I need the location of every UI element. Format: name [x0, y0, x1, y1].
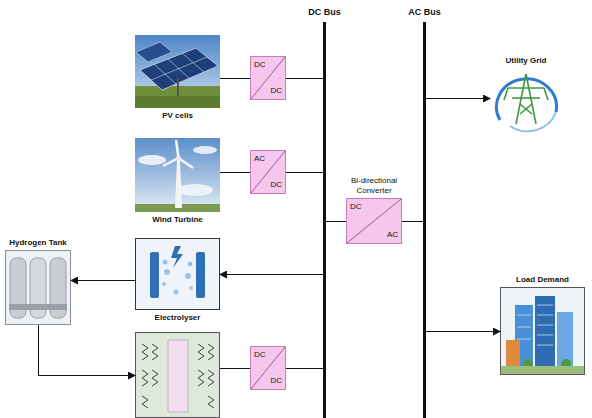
bidirectional-converter: Bi-directional ConverterDCAC: [346, 198, 402, 244]
grid-picture: [497, 74, 557, 131]
converter-box: AC DC: [250, 150, 286, 194]
node-label: DC Bus: [308, 7, 341, 17]
node-label: DC: [254, 350, 266, 360]
connector-arrow: [426, 331, 500, 332]
node-label: Hydrogen Tank: [9, 238, 67, 248]
tank-picture: [6, 251, 71, 325]
load-picture: [501, 288, 585, 375]
connector-line: [286, 78, 323, 79]
bus: DC Bus: [323, 22, 326, 418]
connector-arrow: [220, 274, 323, 275]
utility-grid: Utility Grid: [490, 68, 562, 128]
electrolyser: Electrolyser: [135, 238, 220, 310]
node-label: PV cells: [162, 111, 193, 121]
node-label: Wind Turbine: [152, 215, 202, 225]
connector-line: [286, 172, 323, 173]
hydrogen-tank: Hydrogen Tank: [5, 250, 71, 325]
node-label: AC: [387, 230, 398, 240]
wind-picture: [135, 138, 220, 212]
node-label: Bi-directional Converter: [338, 176, 410, 196]
fuel-cell: [135, 332, 220, 418]
converter-box: DC DC: [250, 56, 286, 100]
connector-line: [402, 221, 423, 222]
load-demand: Load Demand: [500, 287, 585, 375]
node-label: Electrolyser: [155, 313, 201, 323]
fuel-cell-picture: [136, 333, 220, 418]
node-label: DC: [350, 202, 362, 212]
pv-picture: [135, 35, 220, 108]
bus: AC Bus: [423, 22, 426, 418]
electrolyser-picture: [136, 239, 220, 310]
node-label: DC: [254, 60, 266, 70]
node-label: DC: [270, 376, 282, 386]
node-label: DC: [270, 86, 282, 96]
connector-line: [220, 78, 250, 79]
connector-line: [220, 368, 250, 369]
wind-turbine: Wind Turbine: [135, 138, 220, 212]
converter-box: DC DC: [250, 346, 286, 390]
connector-line: [286, 368, 323, 369]
node-label: Utility Grid: [506, 56, 547, 66]
connector-arrow: [39, 325, 136, 376]
connector-arrow: [426, 98, 490, 99]
connector-arrow: [71, 280, 135, 281]
node-label: Load Demand: [516, 275, 569, 285]
connector-line: [326, 221, 346, 222]
node-label: DC: [270, 180, 282, 190]
connector-line: [220, 172, 250, 173]
pv-cells: PV cells: [135, 35, 220, 108]
node-label: AC Bus: [408, 7, 441, 17]
node-label: AC: [254, 154, 265, 164]
